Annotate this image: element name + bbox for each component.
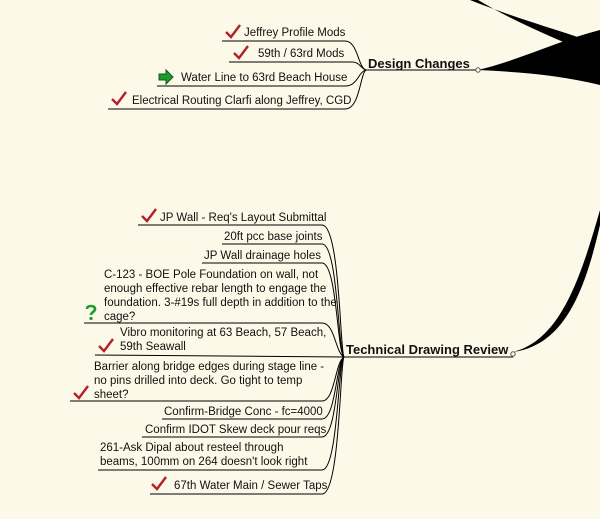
check-icon bbox=[73, 385, 89, 400]
node-label: JP Wall - Req's Layout Submittal bbox=[160, 212, 327, 224]
node-label: JP Wall drainage holes bbox=[204, 250, 321, 262]
node-label: Water Line to 63rd Beach House bbox=[181, 72, 348, 84]
check-icon bbox=[141, 208, 157, 223]
design-changes-topic[interactable]: Design Changes bbox=[368, 56, 470, 71]
node-label: Electrical Routing Clarfi along Jeffrey,… bbox=[132, 95, 352, 107]
node-label: 59th / 63rd Mods bbox=[258, 48, 345, 60]
check-icon bbox=[111, 91, 127, 106]
central-branch-design bbox=[478, 30, 600, 85]
node-label: Jeffrey Profile Mods bbox=[244, 27, 346, 39]
node-label: C-123 - BOE Pole Foundation on wall, not… bbox=[104, 269, 337, 323]
question-icon bbox=[85, 304, 97, 321]
check-icon bbox=[233, 45, 249, 60]
node-label: Confirm IDOT Skew deck pour reqs bbox=[145, 424, 327, 436]
check-icon bbox=[151, 476, 167, 491]
node-label: 261-Ask Dipal about resteel through beam… bbox=[100, 442, 308, 468]
arrow-right-icon bbox=[158, 68, 174, 86]
node-label: Vibro monitoring at 63 Beach, 57 Beach, … bbox=[120, 327, 327, 353]
node-label: 20ft pcc base joints bbox=[224, 231, 323, 243]
check-icon bbox=[98, 338, 114, 353]
technical-drawing-review-topic[interactable]: Technical Drawing Review bbox=[346, 342, 509, 357]
check-icon bbox=[225, 24, 241, 39]
node-label: Confirm-Bridge Conc - fc=4000 bbox=[164, 406, 323, 418]
node-label: 67th Water Main / Sewer Taps bbox=[174, 480, 328, 492]
central-branch-review bbox=[513, 210, 600, 352]
node-label: Barrier along bridge edges during stage … bbox=[94, 361, 325, 401]
